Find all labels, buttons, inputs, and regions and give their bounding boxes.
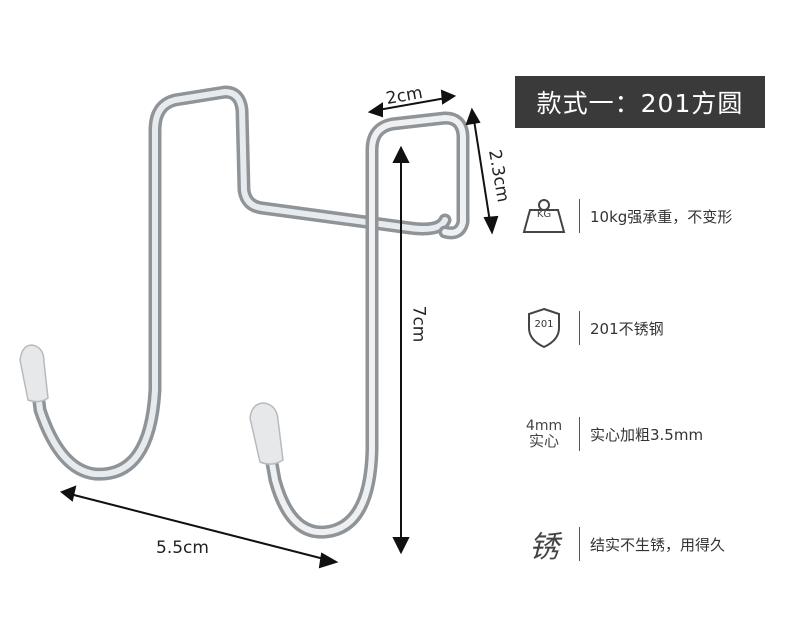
hook-back-tip: [19, 344, 49, 403]
divider: [579, 417, 580, 451]
feature-rustproof: 锈 结实不生锈，用得久: [515, 521, 725, 567]
divider: [579, 311, 580, 345]
rust-glyph: 锈: [529, 530, 559, 565]
hook-back: [27, 85, 452, 481]
feature-load: KG 10kg强承重，不变形: [515, 193, 732, 239]
divider: [579, 199, 580, 233]
hook-front: [259, 111, 470, 539]
weight-icon: KG: [515, 193, 573, 239]
feature-rustproof-text: 结实不生锈，用得久: [590, 535, 726, 554]
style-title: 款式一：201方圆: [515, 76, 765, 128]
feature-load-text: 10kg强承重，不变形: [590, 207, 733, 226]
feature-thickness-text: 实心加粗3.5mm: [590, 425, 704, 444]
shield-icon-label: 201: [534, 319, 554, 330]
feature-thickness: 4mm 实心 实心加粗3.5mm: [515, 411, 703, 457]
dimension-arrows: [60, 89, 499, 569]
hook-front-tip: [249, 402, 284, 465]
dimension-height: 7cm: [408, 305, 429, 343]
thickness-icon-size: 4mm: [525, 418, 563, 434]
weight-icon-label: KG: [536, 209, 552, 220]
thickness-icon-solid: 实心: [528, 432, 559, 450]
rust-glyph-icon: 锈: [515, 521, 573, 567]
shield-icon: 201: [515, 305, 573, 351]
feature-material: 201 201不锈钢: [515, 305, 664, 351]
dimension-width: 5.5cm: [156, 538, 209, 558]
feature-material-text: 201不锈钢: [590, 319, 664, 338]
thickness-icon: 4mm 实心: [515, 411, 573, 457]
divider: [579, 527, 580, 561]
